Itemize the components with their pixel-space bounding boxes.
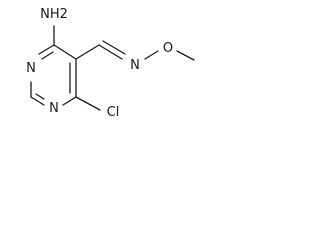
atom-label-nitrogen-lower: N (49, 101, 59, 116)
atom-label-chloro: Cl (107, 105, 120, 120)
atom-label-amino: NH2 (40, 7, 68, 22)
bond-c5-ch (75, 44, 100, 60)
bond-n1-c2-inner (35, 93, 45, 100)
atom-label-oxygen: O (163, 41, 173, 56)
bond-o-methyl (176, 50, 195, 61)
bond-n-o (144, 50, 159, 60)
pyrimidine-ring (30, 44, 77, 106)
bond-ch-n-double-b (102, 40, 126, 55)
bond-ch-n-double-a (98, 44, 123, 60)
bond-c6-chloro (75, 96, 101, 111)
bond-c4-c5 (53, 44, 77, 60)
structure-diagram: NH2 N N Cl N O (26, 7, 195, 120)
bond-n3-c4-inner (41, 51, 54, 60)
bond-n1-c2 (30, 96, 45, 106)
atom-label-nitrogen-upper: N (26, 61, 36, 76)
atom-label-oxime-nitrogen: N (130, 58, 140, 73)
bond-n3-c4 (38, 44, 55, 55)
bond-c6-n1 (62, 96, 77, 106)
